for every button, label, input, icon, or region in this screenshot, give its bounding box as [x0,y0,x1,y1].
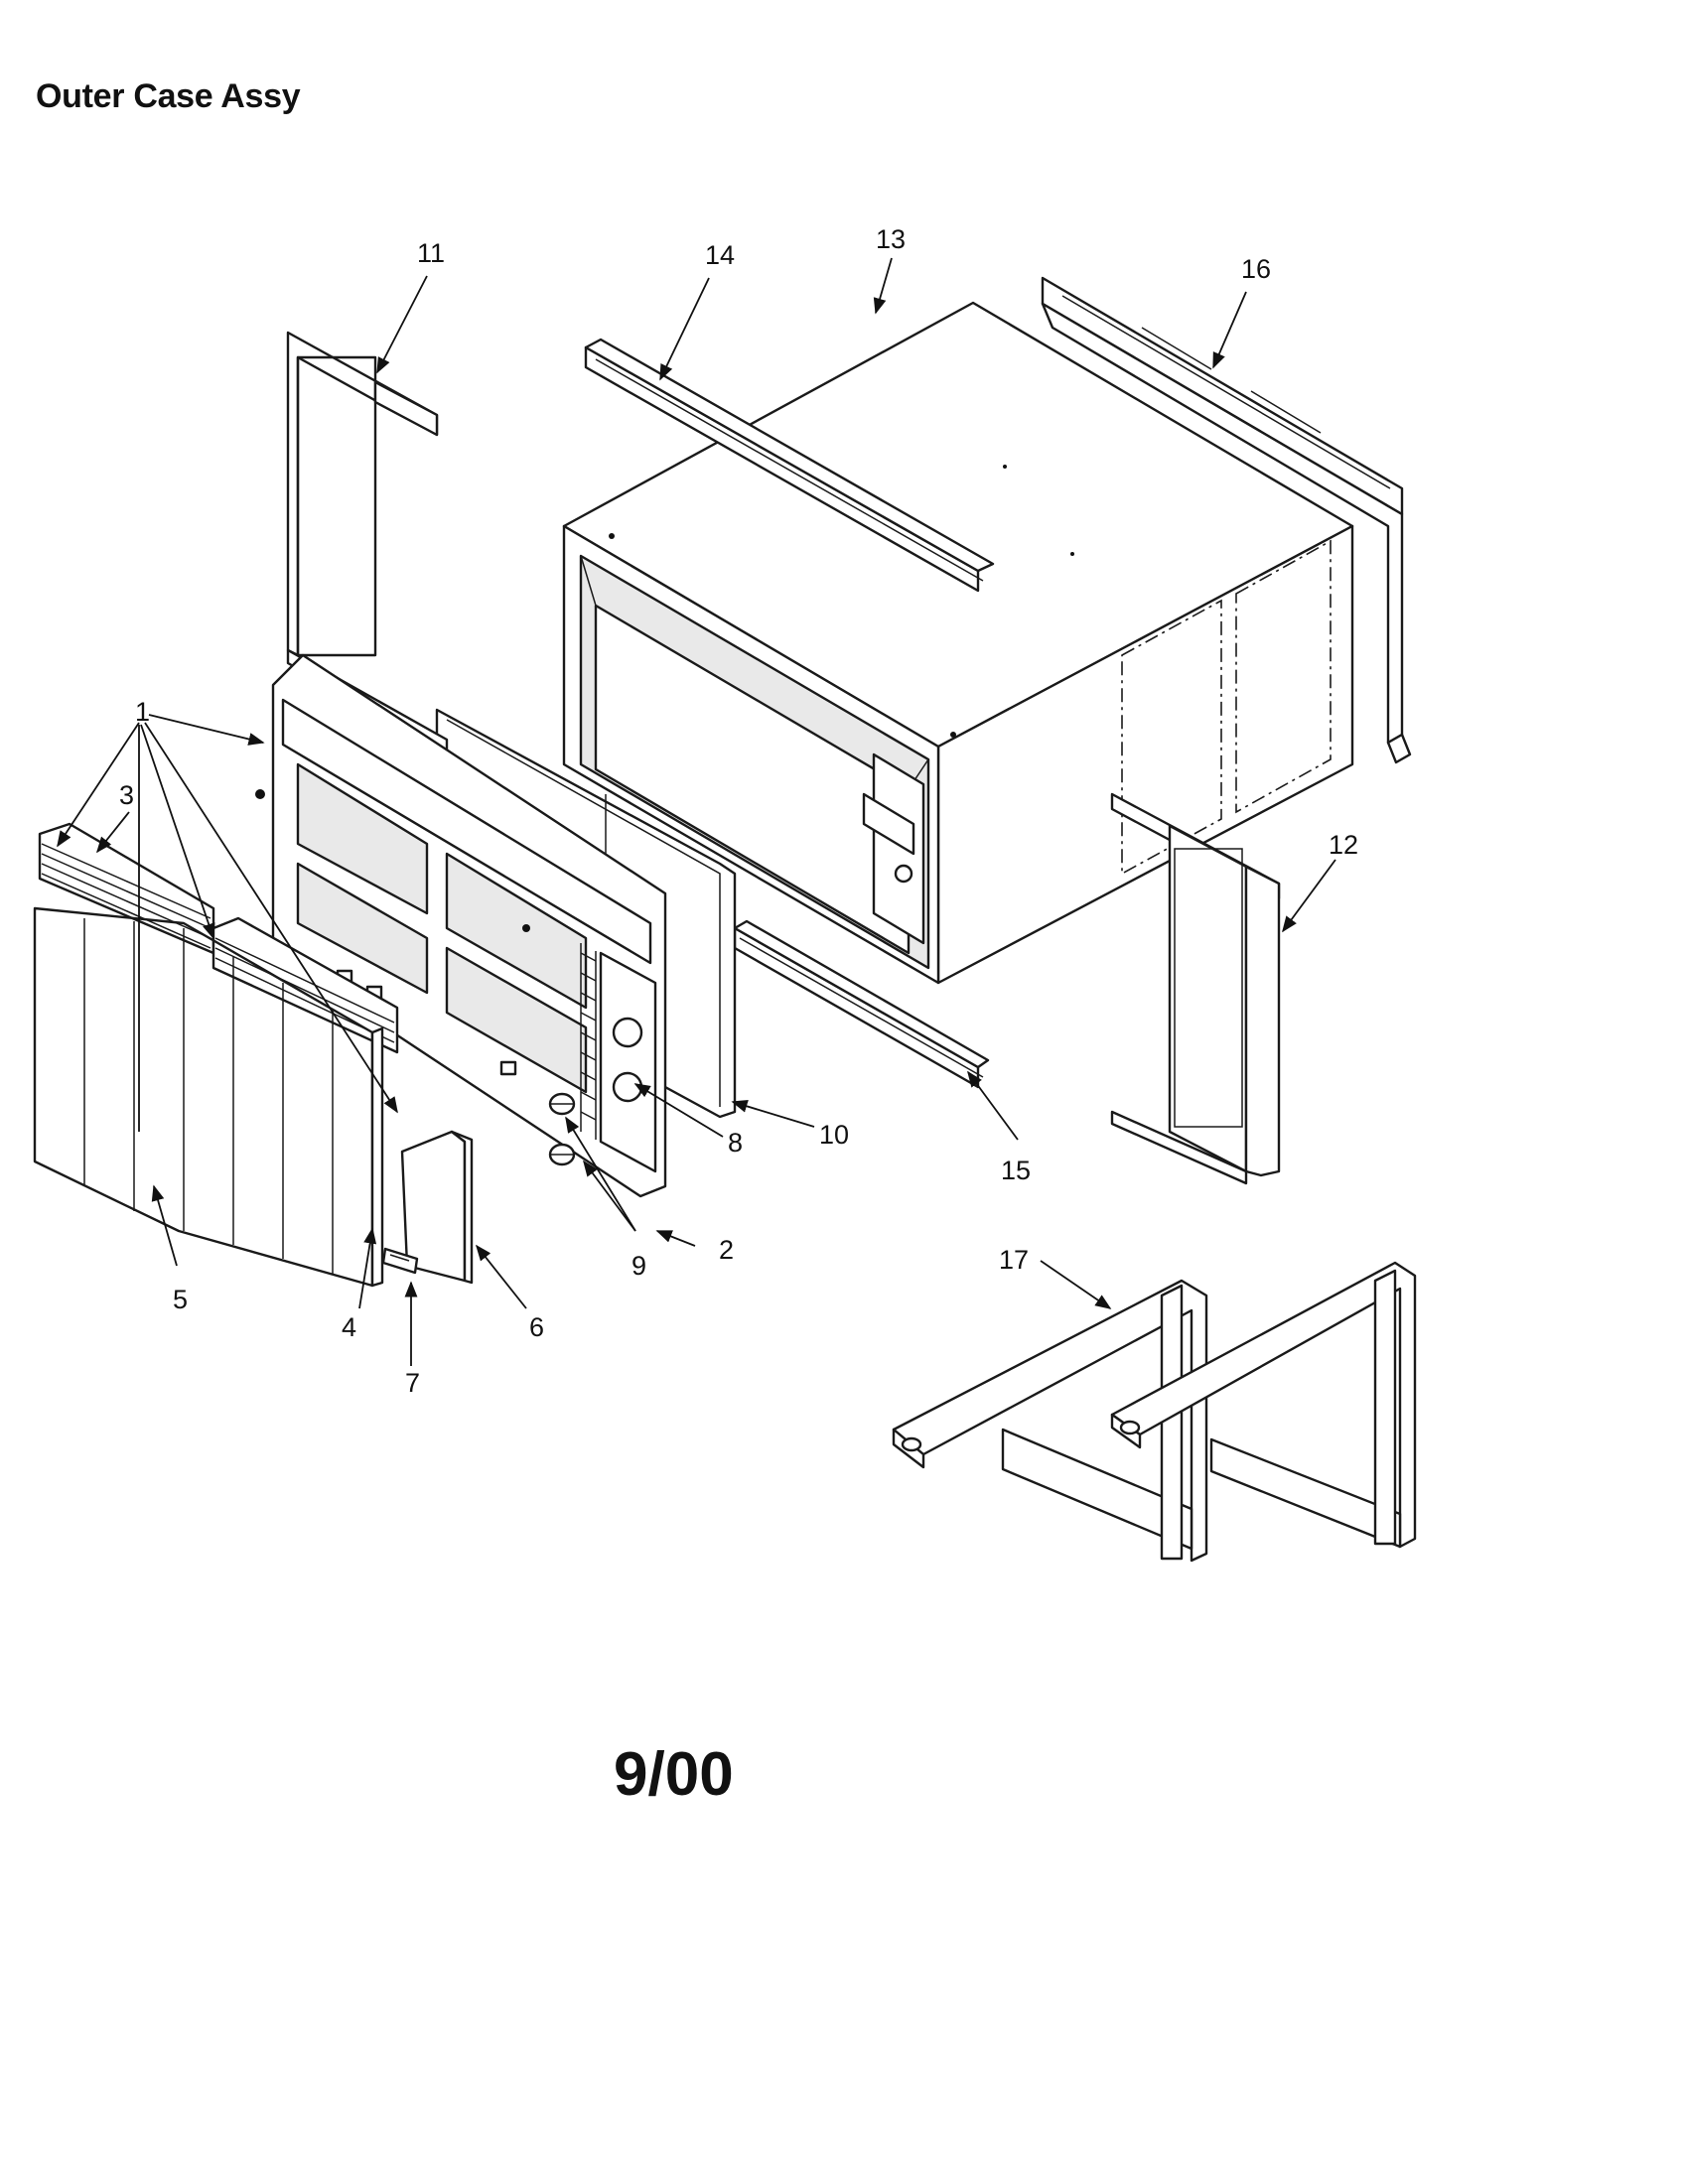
control-knobs-9 [548,1092,576,1166]
callout-16: 16 [1241,254,1271,284]
callout-7: 7 [405,1368,420,1398]
leader-lines [57,257,1336,1366]
callout-11: 11 [417,238,445,268]
side-grille-6 [400,1130,474,1285]
callout-labels: 1 2 3 4 5 6 7 8 9 10 11 12 13 14 15 16 1… [119,224,1358,1398]
top-rail-14 [584,338,995,593]
callout-10: 10 [819,1120,849,1150]
callout-9: 9 [632,1251,646,1281]
callout-8: 8 [728,1128,743,1158]
callout-6: 6 [529,1312,544,1342]
side-curtain-12 [1110,792,1281,1185]
cabinet-13 [562,301,1354,985]
callout-3: 3 [119,780,134,810]
callout-4: 4 [342,1312,356,1342]
rear-rail-16 [1041,276,1412,764]
support-brackets-17 [892,1261,1417,1563]
callout-14: 14 [705,240,735,270]
callout-5: 5 [173,1285,188,1314]
callout-17: 17 [999,1245,1029,1275]
callout-12: 12 [1329,830,1358,860]
callout-13: 13 [876,224,906,254]
callout-1: 1 [135,697,150,727]
callout-2: 2 [719,1235,734,1265]
date-code: 9/00 [614,1740,734,1809]
badge-7 [381,1247,419,1275]
front-grille-5 [33,906,384,1288]
page-title: Outer Case Assy [36,77,301,115]
front-frame-2 [255,653,667,1198]
callout-15: 15 [1001,1156,1031,1185]
